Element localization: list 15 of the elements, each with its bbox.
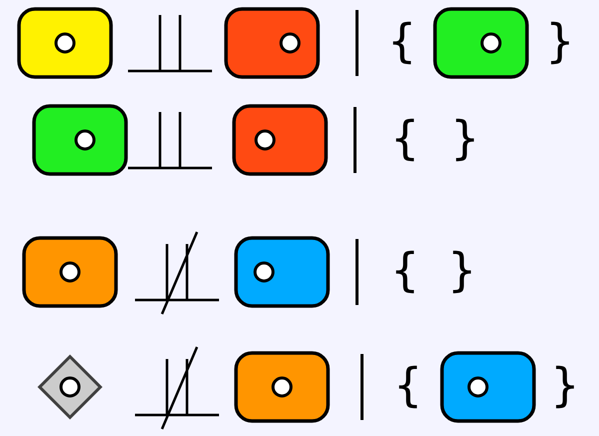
brace: } xyxy=(453,250,471,294)
node-box xyxy=(224,7,320,79)
node-box xyxy=(433,7,529,79)
brace: } xyxy=(456,118,474,162)
node-box xyxy=(32,104,128,176)
brace: { xyxy=(396,118,414,162)
node-box xyxy=(234,351,330,423)
node-box xyxy=(440,351,536,423)
node-box xyxy=(234,236,330,308)
node-box xyxy=(22,236,118,308)
brace: { xyxy=(396,250,414,294)
node-box xyxy=(232,104,328,176)
brace: { xyxy=(399,366,417,408)
brace: { xyxy=(393,22,411,64)
node-box xyxy=(17,7,113,79)
